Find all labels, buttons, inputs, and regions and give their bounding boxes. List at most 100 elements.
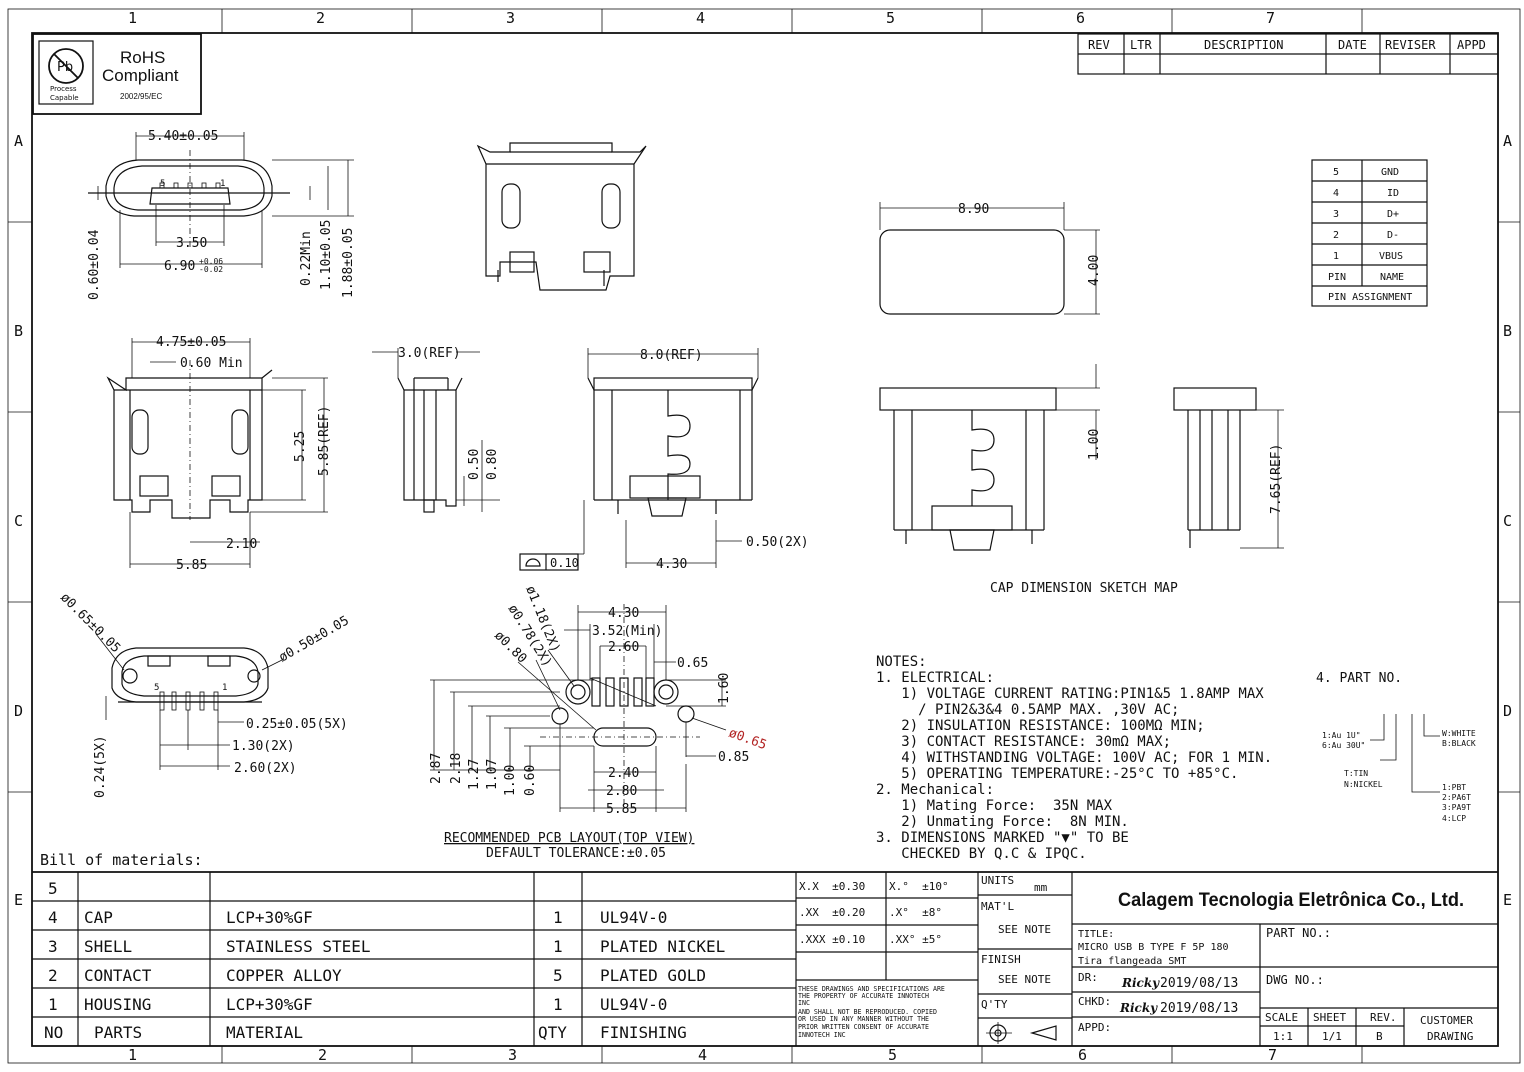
bottom-view: 5 1 ø0.65±0.05 ø0.50±0.05 0.25±0.05(5X) … bbox=[57, 590, 352, 798]
pin-assignment-table: 5 GND 4 ID 3 D+ 2 D- 1 VBUS PIN NAME PIN… bbox=[1311, 159, 1428, 307]
rev-header-reviser: REVISER bbox=[1385, 38, 1436, 52]
finish-value: SEE NOTE bbox=[998, 973, 1051, 986]
notes-title: NOTES: bbox=[876, 654, 927, 670]
dim-30-ref: 3.0(REF) bbox=[398, 346, 461, 361]
dim-060: 0.60±0.04 bbox=[87, 229, 102, 300]
dim-210: 2.10 bbox=[226, 537, 257, 552]
bom-row1-qty: 1 bbox=[553, 995, 563, 1014]
units-label: UNITS bbox=[981, 874, 1014, 887]
tol-ang-3: .XX° ±5° bbox=[889, 933, 942, 946]
color-black: B:BLACK bbox=[1442, 739, 1476, 748]
dim-690-tol-plus: +0.06 bbox=[199, 257, 223, 266]
dr-date: 2019/08/13 bbox=[1160, 976, 1238, 991]
col-label-3: 3 bbox=[506, 9, 515, 27]
scale-label: SCALE bbox=[1265, 1011, 1298, 1024]
dim-350: 3.50 bbox=[176, 236, 207, 251]
mat-pbt: 1:PBT bbox=[1442, 783, 1466, 792]
sheet-value: 1/1 bbox=[1322, 1030, 1342, 1043]
pcb-h240: 2.40 bbox=[608, 766, 639, 781]
pin-3-name: D+ bbox=[1387, 209, 1399, 220]
dim-050: 0.50 bbox=[467, 449, 482, 480]
row-label-b-right: B bbox=[1503, 322, 1512, 340]
bom-row3-finishing: PLATED NICKEL bbox=[600, 937, 725, 956]
bom-header-finishing: FINISHING bbox=[600, 1023, 687, 1042]
appd-label: APPD: bbox=[1078, 1021, 1111, 1034]
bom-row2-no: 2 bbox=[48, 966, 58, 985]
pin-name-header: NAME bbox=[1380, 272, 1404, 283]
customer-drawing-2: DRAWING bbox=[1427, 1030, 1473, 1043]
finish-label: FINISH bbox=[981, 953, 1021, 966]
col-label-4: 4 bbox=[696, 9, 705, 27]
part-number-code: 4. PART NO. 1:Au 1U" 6:Au 30U" W:WHITE B… bbox=[1316, 671, 1476, 823]
tol-lin-3: .XXX ±0.10 bbox=[799, 933, 865, 946]
dim-690-tol-minus: -0.02 bbox=[199, 265, 223, 274]
dim-025: 0.25±0.05(5X) bbox=[246, 717, 348, 732]
row-label-d-right: D bbox=[1503, 702, 1512, 720]
bom-header-material: MATERIAL bbox=[226, 1023, 303, 1042]
matl-label: MAT'L bbox=[981, 900, 1014, 913]
dwg-no-label: DWG NO.: bbox=[1266, 973, 1324, 987]
dr-label: DR: bbox=[1078, 971, 1098, 984]
title-block: UNITS mm MAT'L SEE NOTE FINISH SEE NOTE … bbox=[978, 872, 1498, 1046]
dim-024: 0.24(5X) bbox=[93, 735, 108, 798]
drawing-frame: 1 2 3 4 5 6 7 1 2 3 4 5 6 7 A B C D E A … bbox=[7, 8, 1521, 1064]
bom-row4-part: CAP bbox=[84, 908, 113, 927]
dim-110: 1.10±0.05 bbox=[319, 220, 334, 290]
note-line-5: 3) CONTACT RESISTANCE: 30mΩ MAX; bbox=[876, 734, 1171, 750]
tolerance-block: X.X ±0.30 X.° ±10° .XX ±0.20 .X° ±8° .XX… bbox=[796, 872, 979, 1046]
pin-1-number: 1 bbox=[1333, 251, 1339, 262]
row-label-b: B bbox=[14, 322, 23, 340]
dim-585: 5.85 bbox=[176, 558, 207, 573]
pcb-tolerance: DEFAULT TOLERANCE:±0.05 bbox=[486, 846, 666, 861]
back-view: 8.0(REF) 4.30 0.50(2X) 0.10 bbox=[519, 348, 809, 572]
tol-ang-2: .X° ±8° bbox=[889, 906, 942, 919]
note-line-1: 1. ELECTRICAL: bbox=[876, 670, 994, 686]
top-view: 4.75±0.05 0.60 Min 5.25 5.85(REF) 2.10 5… bbox=[106, 335, 332, 573]
pin-5-name: GND bbox=[1381, 167, 1399, 178]
dim-475: 4.75±0.05 bbox=[156, 335, 226, 350]
pin-header: PIN bbox=[1328, 272, 1346, 283]
rev-header-description: DESCRIPTION bbox=[1204, 38, 1283, 52]
title-label: TITLE: bbox=[1078, 929, 1114, 940]
disclaimer-1: THESE DRAWINGS AND SPECIFICATIONS ARE bbox=[798, 985, 945, 993]
rohs-compliant: Compliant bbox=[102, 66, 179, 85]
row-label-e-right: E bbox=[1503, 891, 1512, 909]
projection-symbol-icon bbox=[986, 1022, 1057, 1044]
bottom-pin-5-label: 5 bbox=[154, 683, 159, 693]
dim-188: 1.88±0.05 bbox=[341, 228, 356, 298]
bill-of-materials: Bill of materials: 5 4 CAP LCP+30%GF 1 U… bbox=[32, 851, 1498, 1046]
note-line-10: 2) Unmating Force: 8N MIN. bbox=[876, 814, 1129, 830]
col-label-5: 5 bbox=[886, 9, 895, 27]
bom-row3-qty: 1 bbox=[553, 937, 563, 956]
col-label-5-bottom: 5 bbox=[888, 1046, 897, 1064]
pin-3-number: 3 bbox=[1333, 209, 1339, 220]
col-label-6: 6 bbox=[1076, 9, 1085, 27]
mat-lcp: 4:LCP bbox=[1442, 814, 1466, 823]
bom-row5-no: 5 bbox=[48, 879, 58, 898]
tol-lin-2: .XX ±0.20 bbox=[799, 906, 865, 919]
bom-title: Bill of materials: bbox=[40, 851, 203, 869]
pcb-h352: 3.52(Min) bbox=[592, 624, 662, 639]
pcb-h585: 5.85 bbox=[606, 802, 637, 817]
disclaimer-2: THE PROPERTY OF ACCURATE INNOTECH bbox=[798, 992, 929, 1000]
bom-row2-part: CONTACT bbox=[84, 966, 152, 985]
rev-value: B bbox=[1376, 1030, 1383, 1043]
cap-sketch-title: CAP DIMENSION SKETCH MAP bbox=[990, 581, 1178, 596]
note-line-7: 5) OPERATING TEMPERATURE:-25°C TO +85°C. bbox=[876, 766, 1238, 782]
note-line-6: 4) WITHSTANDING VOLTAGE: 100V AC; FOR 1 … bbox=[876, 750, 1272, 766]
row-label-a: A bbox=[14, 132, 23, 150]
chkd-label: CHKD: bbox=[1078, 995, 1111, 1008]
pcb-h280: 2.80 bbox=[606, 784, 637, 799]
company-name: Calagem Tecnologia Eletrônica Co., Ltd. bbox=[1118, 890, 1464, 911]
chkd-date: 2019/08/13 bbox=[1160, 1001, 1238, 1016]
chkd-name: Ricky bbox=[1119, 1001, 1158, 1015]
mat-pa9t: 3:PA9T bbox=[1442, 803, 1471, 812]
dim-130: 1.30(2X) bbox=[232, 739, 295, 754]
rohs-directive: 2002/95/EC bbox=[120, 92, 162, 101]
bom-row2-qty: 5 bbox=[553, 966, 563, 985]
rev-header-date: DATE bbox=[1338, 38, 1367, 52]
dim-260: 2.60(2X) bbox=[234, 761, 297, 776]
plating-2: 6:Au 30U" bbox=[1322, 741, 1365, 750]
dim-050-2x: 0.50(2X) bbox=[746, 535, 809, 550]
